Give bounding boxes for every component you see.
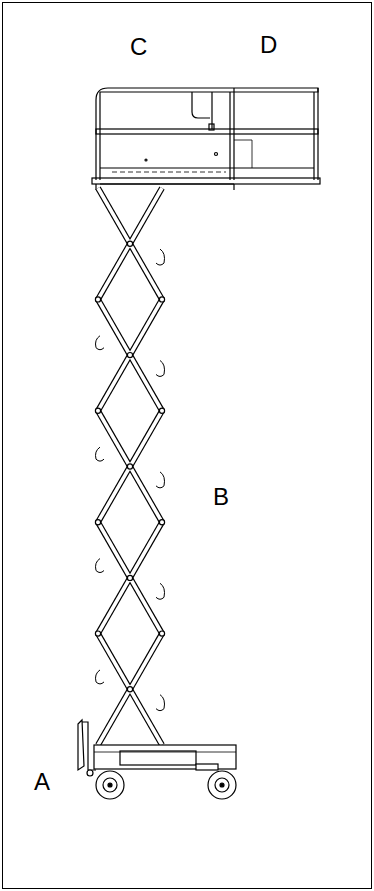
scissor-arm-fill bbox=[98, 634, 162, 745]
pivot-pin bbox=[95, 297, 100, 302]
pivot-pin bbox=[159, 297, 164, 302]
scissor-arm bbox=[98, 411, 162, 522]
scissor-arm-fill bbox=[98, 188, 162, 299]
scissor-stack bbox=[95, 188, 164, 745]
scissor-arm bbox=[98, 411, 162, 522]
scissor-arm-fill bbox=[98, 522, 162, 633]
scissor-arm bbox=[98, 634, 162, 745]
scissor-arm-fill bbox=[98, 299, 162, 410]
scissor-arm bbox=[98, 299, 162, 410]
scissor-arm-fill bbox=[98, 411, 162, 522]
cylinder-bracket bbox=[96, 447, 105, 461]
cylinder-bracket bbox=[96, 336, 105, 350]
scissor-arm bbox=[98, 634, 162, 745]
cylinder-bracket bbox=[96, 670, 105, 684]
cylinder-bracket bbox=[156, 360, 165, 376]
scissor-arm bbox=[98, 522, 162, 633]
pivot-pin bbox=[95, 631, 100, 636]
pivot-pin bbox=[95, 520, 100, 525]
scissor-arm bbox=[98, 522, 162, 633]
scissor-arm-fill bbox=[98, 634, 162, 745]
part-label: D bbox=[260, 31, 277, 59]
pivot-pin bbox=[159, 408, 164, 413]
scissor-arm-fill bbox=[98, 299, 162, 410]
scissor-arm-fill bbox=[98, 522, 162, 633]
chassis bbox=[78, 720, 236, 799]
platform bbox=[92, 88, 320, 190]
pivot-pin bbox=[159, 631, 164, 636]
cylinder-bracket bbox=[156, 695, 165, 711]
pivot-pin bbox=[127, 241, 132, 246]
pivot-pin bbox=[127, 464, 132, 469]
part-label: A bbox=[34, 768, 50, 796]
scissor-arm bbox=[98, 299, 162, 410]
pivot-pin bbox=[95, 408, 100, 413]
cylinder-bracket bbox=[156, 583, 165, 599]
cylinder-bracket bbox=[156, 249, 165, 265]
pivot-pin bbox=[127, 687, 132, 692]
scissor-arm bbox=[98, 188, 162, 299]
scissor-arm-fill bbox=[98, 411, 162, 522]
pivot-pin bbox=[127, 353, 132, 358]
scissor-arm-fill bbox=[98, 188, 162, 299]
cylinder-bracket bbox=[96, 559, 105, 573]
frame-border bbox=[3, 3, 372, 889]
cylinder-bracket bbox=[156, 472, 165, 488]
part-label: C bbox=[130, 33, 147, 61]
scissor-arm bbox=[98, 188, 162, 299]
pivot-pin bbox=[127, 575, 132, 580]
part-label: B bbox=[213, 483, 229, 511]
pivot-pin bbox=[159, 520, 164, 525]
